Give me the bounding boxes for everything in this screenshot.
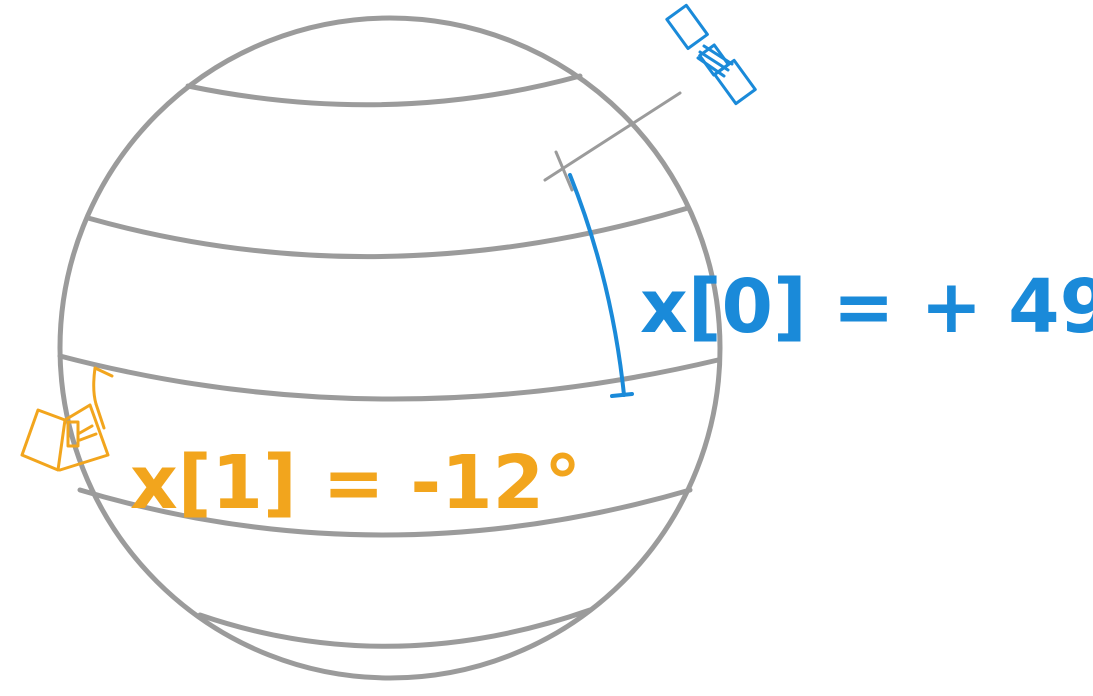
latitude-band-2 [85,205,691,260]
latitude-band-5 [197,607,593,649]
globe-outline [57,15,723,681]
satellite-arc-end-tick [610,392,634,398]
latitude-band-1 [185,73,583,108]
globe [57,15,723,681]
satellite-angle-arc [568,173,626,397]
local-vertical-tick [554,150,574,192]
satellite-icon [665,3,757,106]
latitude-band-4 [77,487,693,538]
satellite-label: x[0] = + 49° [640,264,1093,350]
ground-label: x[1] = -12° [130,440,581,526]
ground-station-icon [20,366,114,472]
sight-line [543,91,682,182]
satellite-geometry [543,91,682,398]
